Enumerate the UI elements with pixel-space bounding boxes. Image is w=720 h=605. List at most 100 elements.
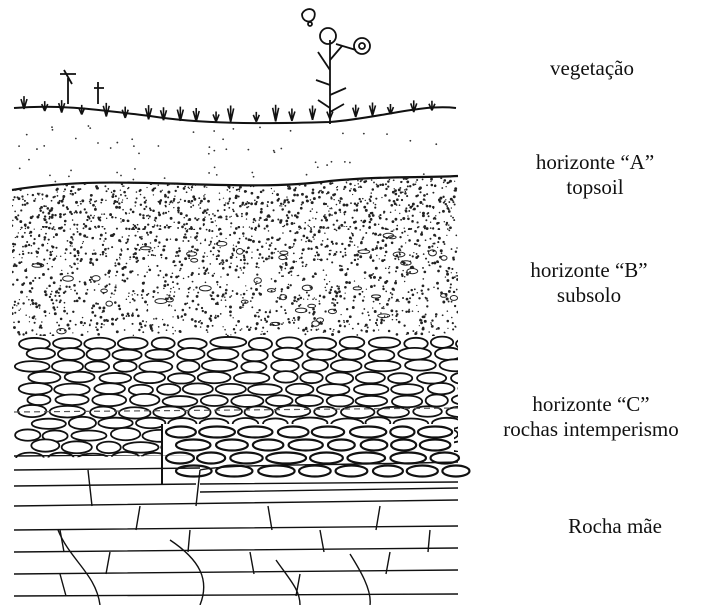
soil-dot	[313, 197, 316, 200]
soil-dot	[357, 180, 359, 182]
soil-dot	[100, 254, 102, 256]
soil-dot	[446, 205, 448, 207]
soil-dot	[137, 260, 139, 262]
soil-dot	[388, 199, 391, 202]
soil-dot	[307, 247, 310, 250]
soil-dot	[58, 324, 60, 326]
soil-dot	[64, 220, 67, 223]
soil-dot	[279, 238, 281, 240]
soil-dot	[274, 248, 276, 250]
soil-dot	[331, 261, 333, 263]
soil-dot	[357, 246, 358, 247]
soil-dot	[413, 252, 414, 253]
soil-dot	[291, 266, 294, 269]
soil-dot	[57, 195, 59, 197]
soil-dot	[91, 307, 93, 309]
soil-dot	[102, 253, 104, 255]
soil-dot	[118, 206, 121, 209]
soil-dot	[424, 227, 426, 229]
soil-dot	[339, 295, 342, 298]
soil-dot	[437, 270, 440, 273]
soil-speck	[131, 138, 133, 140]
soil-dot	[95, 185, 98, 188]
pebble	[106, 301, 113, 306]
soil-dot	[200, 326, 202, 328]
soil-dot	[152, 209, 155, 212]
soil-dot	[367, 311, 369, 313]
soil-dot	[83, 300, 86, 303]
soil-dot	[326, 258, 328, 260]
soil-dot	[71, 193, 74, 196]
soil-dot	[168, 184, 169, 185]
soil-dot	[251, 257, 253, 259]
soil-dot	[231, 253, 233, 255]
soil-dot	[199, 207, 201, 209]
weathered-stone	[369, 349, 395, 361]
soil-dot	[398, 321, 401, 324]
soil-dot	[349, 240, 351, 242]
soil-dot	[137, 244, 139, 246]
soil-dot	[214, 215, 216, 217]
horizon-a-boundary	[12, 176, 458, 190]
soil-dot	[404, 281, 405, 282]
weathered-stone	[99, 373, 131, 383]
soil-dot	[320, 243, 322, 245]
soil-dot	[192, 246, 193, 247]
soil-dot	[166, 329, 168, 331]
soil-dot	[390, 173, 392, 175]
soil-dot	[49, 251, 51, 253]
soil-dot	[256, 281, 257, 282]
soil-dot	[134, 247, 136, 249]
soil-dot	[396, 198, 399, 201]
soil-dot	[439, 212, 441, 214]
soil-dot	[122, 199, 123, 200]
soil-dot	[323, 186, 326, 189]
soil-dot	[137, 228, 140, 231]
soil-dot	[116, 259, 118, 261]
soil-dot	[222, 326, 223, 327]
soil-dot	[202, 211, 205, 214]
soil-dot	[374, 310, 377, 313]
soil-dot	[455, 235, 457, 237]
soil-dot	[111, 318, 114, 321]
soil-dot	[246, 191, 247, 192]
soil-dot	[205, 210, 206, 211]
soil-dot	[338, 320, 341, 323]
soil-dot	[323, 269, 325, 271]
soil-dot	[155, 318, 157, 320]
soil-dot	[136, 308, 138, 310]
soil-dot	[83, 223, 85, 225]
soil-dot	[451, 268, 453, 270]
soil-dot	[243, 254, 245, 256]
detail-stone	[238, 427, 272, 438]
soil-dot	[140, 324, 142, 326]
soil-dot	[73, 284, 76, 287]
soil-dot	[164, 194, 166, 196]
soil-dot	[210, 243, 212, 245]
soil-dot	[413, 208, 416, 211]
soil-dot	[451, 207, 452, 208]
soil-dot	[104, 185, 106, 187]
pebble	[155, 299, 167, 304]
soil-dot	[415, 181, 416, 182]
soil-dot	[385, 218, 387, 220]
soil-dot	[448, 224, 449, 225]
soil-dot	[313, 176, 316, 179]
soil-dot	[339, 324, 342, 327]
soil-dot	[306, 264, 308, 266]
soil-dot	[47, 243, 48, 244]
soil-dot	[247, 182, 248, 183]
soil-dot	[180, 268, 182, 270]
soil-dot	[373, 301, 375, 303]
soil-dot	[310, 199, 312, 201]
soil-dot	[416, 305, 417, 306]
soil-dot	[266, 238, 268, 240]
weathered-stone	[210, 337, 246, 347]
soil-dot	[263, 180, 265, 182]
soil-dot	[398, 195, 400, 197]
soil-dot	[431, 319, 433, 321]
soil-dot	[74, 212, 76, 214]
soil-dot	[422, 284, 425, 287]
soil-dot	[29, 282, 32, 285]
soil-dot	[211, 237, 212, 238]
